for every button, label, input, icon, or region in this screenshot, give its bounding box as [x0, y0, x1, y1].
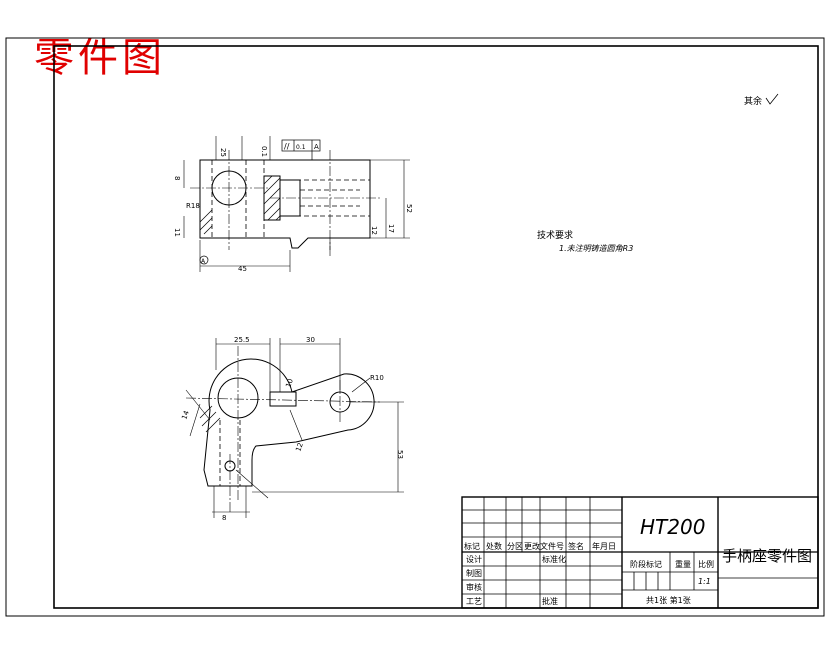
svg-text:处数: 处数 [486, 541, 502, 551]
svg-text:45: 45 [238, 265, 247, 273]
svg-text:标记: 标记 [464, 541, 480, 551]
svg-text:阶段标记: 阶段标记 [630, 559, 662, 569]
svg-text:重量: 重量 [675, 559, 691, 569]
outer-border [5, 37, 825, 617]
svg-text:11: 11 [173, 228, 181, 237]
svg-text:R18: R18 [186, 202, 200, 210]
svg-text:批准: 批准 [542, 596, 558, 606]
svg-text:审核: 审核 [466, 582, 482, 592]
svg-text:17: 17 [387, 224, 395, 233]
title-block-text: HT200 手柄座零件图 标记 处数 分区 更改文件号 签名 年月日 设计 标准… [464, 515, 812, 606]
svg-text:25: 25 [219, 148, 227, 157]
title-block [461, 496, 819, 609]
svg-text:30: 30 [306, 336, 315, 344]
svg-text:A: A [201, 258, 206, 265]
top-view-labels: 45 52 17 8 11 12 R18 25 0.1 // 0.1 A A [173, 142, 413, 273]
svg-text:设计: 设计 [466, 554, 482, 564]
svg-text:制图: 制图 [466, 568, 482, 578]
svg-text:共1张 第1张: 共1张 第1张 [646, 595, 691, 605]
svg-text:签名: 签名 [568, 541, 584, 551]
svg-text:工艺: 工艺 [466, 597, 482, 606]
part-name-text: 手柄座零件图 [722, 547, 812, 565]
front-view-outline [203, 358, 375, 487]
svg-text:25.5: 25.5 [234, 336, 250, 344]
svg-text:8: 8 [222, 514, 226, 522]
tech-req-item-1: 1.未注明铸造圆角R3 [559, 244, 633, 253]
front-view [185, 338, 404, 518]
svg-text:53: 53 [396, 450, 404, 459]
tech-req-heading: 技术要求 [537, 229, 573, 241]
surface-finish-icon [765, 93, 779, 105]
svg-text:14: 14 [180, 409, 191, 421]
svg-text:12: 12 [370, 226, 378, 235]
svg-text:12: 12 [294, 442, 305, 453]
svg-text:R10: R10 [370, 374, 384, 382]
svg-text:更改文件号: 更改文件号 [524, 541, 564, 551]
front-view-labels: 25.5 30 53 R10 14 8 12 10 [180, 336, 404, 522]
svg-text:10: 10 [284, 378, 295, 389]
svg-text:52: 52 [405, 204, 413, 213]
svg-text:分区: 分区 [507, 542, 523, 551]
svg-text:年月日: 年月日 [592, 541, 616, 551]
drawing-frame [53, 45, 819, 609]
material-text: HT200 [640, 515, 705, 539]
red-title: 零件图 [34, 35, 166, 81]
top-view-outline [199, 159, 371, 249]
svg-text://: // [284, 142, 290, 151]
svg-text:比例: 比例 [698, 559, 714, 569]
svg-text:A: A [314, 143, 319, 151]
svg-text:0.1: 0.1 [260, 146, 268, 157]
top-view [183, 136, 410, 272]
svg-text:8: 8 [173, 176, 181, 180]
surface-finish-note: 其余 [744, 95, 762, 107]
svg-text:标准化: 标准化 [542, 554, 566, 564]
svg-text:1:1: 1:1 [698, 577, 711, 586]
svg-text:0.1: 0.1 [296, 144, 306, 151]
